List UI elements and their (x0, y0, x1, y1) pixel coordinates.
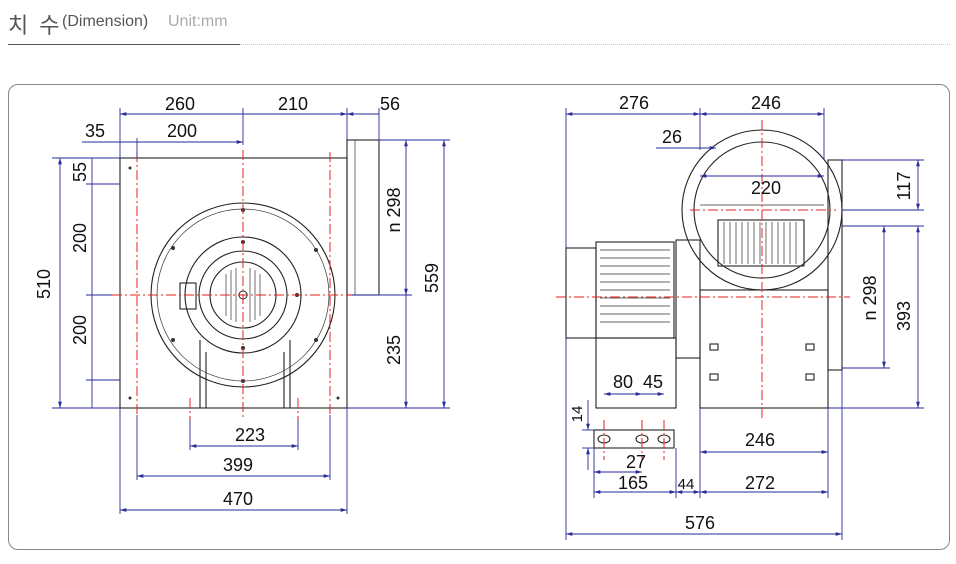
title-underline (8, 44, 240, 45)
dim-55: 55 (70, 162, 90, 182)
dim-45: 45 (643, 372, 663, 392)
dim-260: 260 (165, 94, 195, 114)
dim-246-bottom: 246 (745, 430, 775, 450)
dim-510: 510 (34, 269, 54, 299)
side-view: 276 246 26 220 117 n 298 393 80 45 14 24… (556, 93, 924, 540)
dim-n298-side: n 298 (860, 275, 880, 320)
front-view: 260 210 56 35 200 55 200 200 510 n 298 5… (34, 94, 450, 514)
front-outlet-flange (346, 139, 380, 296)
dim-223: 223 (235, 425, 265, 445)
dim-27: 27 (626, 452, 646, 472)
dim-117: 117 (894, 172, 914, 201)
dim-35: 35 (85, 121, 105, 141)
side-base-foot (593, 429, 675, 449)
dim-559: 559 (422, 263, 442, 293)
dim-399: 399 (223, 455, 253, 475)
dim-235: 235 (384, 335, 404, 365)
dim-200-a: 200 (70, 223, 90, 253)
dim-44: 44 (678, 476, 695, 493)
dim-393: 393 (894, 301, 914, 331)
drawing-frame (8, 84, 950, 550)
dim-80: 80 (613, 372, 633, 392)
dim-210: 210 (278, 94, 308, 114)
dim-26: 26 (662, 127, 682, 147)
dim-56: 56 (380, 94, 400, 114)
side-body (699, 289, 829, 409)
dim-165: 165 (618, 473, 648, 493)
unit-label: Unit:mm (168, 13, 228, 30)
dim-576: 576 (685, 513, 715, 533)
dim-470: 470 (223, 489, 253, 509)
dim-200-b: 200 (70, 315, 90, 345)
dim-n298-front: n 298 (384, 187, 404, 232)
dim-272: 272 (745, 473, 775, 493)
page-header: 치 수 (Dimension) Unit:mm (8, 4, 238, 44)
dim-276: 276 (619, 93, 649, 113)
front-housing (119, 157, 348, 409)
dim-246-top: 246 (751, 93, 781, 113)
title-korean: 치 수 (8, 14, 62, 39)
dotted-divider (240, 44, 950, 45)
dim-14: 14 (569, 406, 586, 423)
title-dimension: (Dimension) (62, 13, 149, 30)
side-motor-cap (565, 247, 597, 339)
dim-220: 220 (751, 178, 781, 198)
side-impeller (717, 219, 805, 267)
dim-200-top: 200 (167, 121, 197, 141)
